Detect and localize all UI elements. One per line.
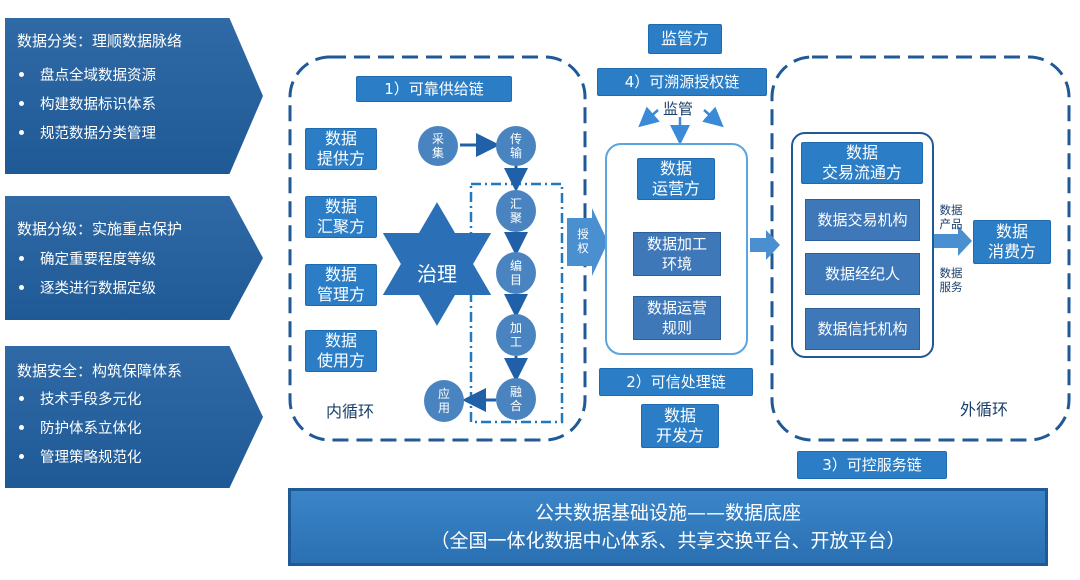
service-label: 数据 服务 (939, 266, 963, 294)
supervise-label: 监管 (663, 100, 694, 118)
outer-loop-frame (770, 55, 1071, 442)
list-item: 规范数据分类管理 (17, 120, 156, 149)
bullet-icon (19, 256, 24, 261)
operator-box: 数据 运营方 (637, 158, 715, 200)
regulator-box: 监管方 (648, 24, 722, 54)
list-item: 逐类进行数据定级 (17, 275, 156, 304)
list-item-text: 规范数据分类管理 (40, 126, 156, 142)
list-item-text: 确定重要程度等级 (40, 252, 156, 268)
bullet-icon (19, 285, 24, 290)
list-item-text: 管理策略规范化 (40, 450, 142, 466)
step-apply: 应 用 (424, 380, 464, 422)
role-provider: 数据 提供方 (305, 128, 377, 170)
panel-list: 盘点全域数据资源 构建数据标识体系 规范数据分类管理 (17, 62, 156, 149)
role-manager: 数据 管理方 (305, 264, 377, 306)
operation-rules-box: 数据运营 规则 (633, 296, 721, 340)
panel-list: 确定重要程度等级 逐类进行数据定级 (17, 246, 156, 304)
chain4-label: 4）可溯源授权链 (597, 68, 767, 96)
inner-loop-frame (288, 55, 587, 442)
panel-title: 数据分级：实施重点保护 (17, 220, 183, 238)
consumer-box: 数据 消费方 (973, 220, 1051, 264)
step-transmit: 传 输 (496, 126, 536, 166)
processing-env-box: 数据加工 环境 (633, 232, 721, 276)
panel-title: 数据分类：理顺数据脉络 (17, 32, 183, 50)
security-panel: 数据安全：构筑保障体系 技术手段多元化 防护体系立体化 管理策略规范化 (5, 346, 263, 488)
panel-list: 技术手段多元化 防护体系立体化 管理策略规范化 (17, 386, 142, 473)
panel-title: 数据安全：构筑保障体系 (17, 362, 183, 380)
authorize-label: 授 权 (577, 227, 589, 255)
governance-label: 治理 (417, 262, 457, 286)
data-foundation-banner: 公共数据基础设施——数据底座 （全国一体化数据中心体系、共享交换平台、开放平台） (288, 488, 1048, 566)
step-aggregate: 汇 聚 (496, 190, 536, 232)
list-item: 确定重要程度等级 (17, 246, 156, 275)
grading-panel: 数据分级：实施重点保护 确定重要程度等级 逐类进行数据定级 (5, 196, 263, 320)
bullet-icon (19, 454, 24, 459)
banner-title: 公共数据基础设施——数据底座 (534, 502, 801, 524)
inner-loop-label: 内循环 (326, 402, 375, 421)
list-item: 构建数据标识体系 (17, 91, 156, 120)
chain1-label: 1）可靠供给链 (356, 76, 512, 102)
bullet-icon (19, 101, 24, 106)
list-item: 盘点全域数据资源 (17, 62, 156, 91)
chain2-label: 2）可信处理链 (599, 368, 753, 396)
agency-trust: 数据信托机构 (805, 308, 920, 350)
role-aggregator: 数据 汇聚方 (305, 196, 377, 238)
agency-broker: 数据经纪人 (805, 253, 920, 295)
bullet-icon (19, 72, 24, 77)
list-item: 防护体系立体化 (17, 415, 142, 444)
list-item-text: 防护体系立体化 (40, 421, 142, 437)
list-item-text: 技术手段多元化 (40, 392, 142, 408)
step-process: 加 工 (496, 314, 536, 356)
bullet-icon (19, 396, 24, 401)
list-item: 技术手段多元化 (17, 386, 142, 415)
product-label: 数据 产品 (939, 203, 963, 231)
list-item-text: 盘点全域数据资源 (40, 68, 156, 84)
step-fuse: 融 合 (496, 378, 536, 420)
step-collect: 采 集 (418, 126, 458, 166)
chain3-label: 3）可控服务链 (797, 451, 947, 479)
list-item: 管理策略规范化 (17, 444, 142, 473)
role-user: 数据 使用方 (305, 330, 377, 372)
bullet-icon (19, 425, 24, 430)
outer-loop-label: 外循环 (960, 400, 1009, 419)
bullet-icon (19, 130, 24, 135)
step-catalog: 编 目 (496, 252, 536, 294)
list-item-text: 逐类进行数据定级 (40, 281, 156, 297)
classification-panel: 数据分类：理顺数据脉络 盘点全域数据资源 构建数据标识体系 规范数据分类管理 (5, 18, 263, 174)
circulation-box: 数据 交易流通方 (801, 142, 923, 184)
authorize-arrow (567, 208, 608, 276)
list-item-text: 构建数据标识体系 (40, 97, 156, 113)
banner-subtitle: （全国一体化数据中心体系、共享交换平台、开放平台） (430, 530, 906, 552)
developer-box: 数据 开发方 (641, 404, 719, 448)
agency-trading: 数据交易机构 (805, 199, 920, 241)
